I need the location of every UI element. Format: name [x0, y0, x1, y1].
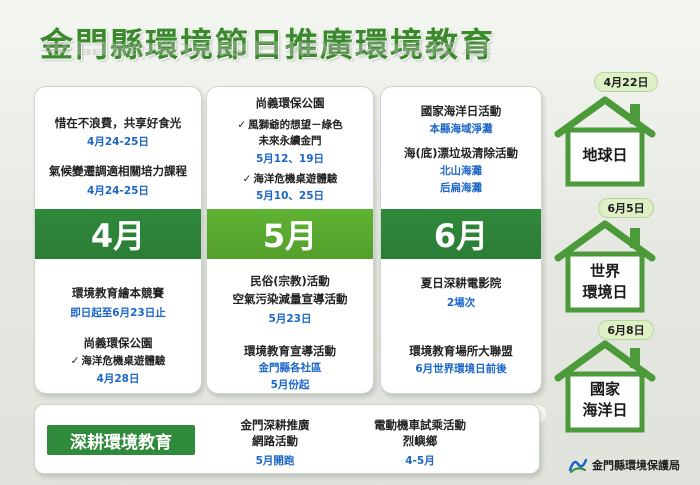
april-card: 惜在不浪費，共享好食光 4月24-25日 氣候變遷調適相關培力課程 4月24-2…: [34, 86, 202, 394]
april-item1-date: 4月24-25日: [87, 136, 149, 148]
april-item4-sub: ✓海洋危機桌遊體驗: [35, 353, 201, 368]
deep-item2-a: 電動機車試乘活動: [374, 418, 466, 432]
deep-item2-b: 烈嶼鄉: [402, 434, 438, 448]
deep-item1-b: 網路活動: [252, 434, 298, 448]
agency-name: 金門縣環境保護局: [592, 459, 680, 472]
may-item2-date: 5月23日: [268, 313, 312, 325]
house-ocean-date: 6月8日: [598, 320, 654, 340]
may-item1-sub1a-text: 風獅爺的想望－綠色: [248, 119, 343, 131]
house-earth-label: 地球日: [582, 146, 628, 164]
june-item2-sub2: 后扁海灘: [440, 182, 482, 194]
may-item1-date2: 5月10、25日: [255, 190, 325, 202]
house-environment-label-2: 環境日: [582, 283, 628, 301]
june-card: 國家海洋日活動 本縣海域淨灘 海(底)漂垃圾清除活動 北山海灘 后扁海灘 6月 …: [380, 86, 542, 394]
house-icon: [554, 340, 656, 433]
april-item2-title: 氣候變遷調適相關培力課程: [49, 164, 187, 178]
title-reflection: 金門縣環境節日推廣環境教育: [40, 39, 495, 57]
may-item1-title: 尚義環保公園: [255, 96, 325, 110]
deep-education-card: 深耕環境教育 金門深耕推廣 網路活動 5月開跑 電動機車試乘活動 烈嶼鄉 4-5…: [34, 404, 540, 474]
house-icon: [554, 220, 656, 313]
checkmark-icon: ✓: [237, 119, 247, 131]
agency-footer: 金門縣環境保護局: [568, 454, 696, 476]
house-ocean-label-1: 國家: [589, 380, 620, 398]
april-item4-title: 尚義環保公園: [83, 336, 153, 350]
april-item1-title: 惜在不浪費，共享好食光: [54, 116, 182, 130]
house-icon: [554, 96, 656, 187]
may-item1-sub1a: ✓風獅爺的想望－綠色: [207, 117, 373, 132]
checkmark-icon: ✓: [70, 355, 80, 367]
april-banner: 4月: [35, 209, 201, 259]
april-item3-date: 即日起至6月23日止: [70, 307, 166, 319]
may-item3-sub: 金門縣各社區: [258, 362, 322, 374]
house-earth-date: 4月22日: [594, 72, 658, 92]
may-item1-sub2-text: 海洋危機桌遊體驗: [253, 173, 338, 185]
deep-item1-date: 5月開跑: [255, 455, 295, 467]
june-item1-sub: 本縣海域淨灘: [429, 123, 493, 135]
june-item4-title: 環境教育場所大聯盟: [409, 344, 513, 358]
june-item3-title: 夏日深耕電影院: [420, 276, 502, 290]
april-item3-title: 環境教育繪本競賽: [72, 286, 164, 300]
deep-item1-a: 金門深耕推廣: [240, 418, 310, 432]
april-item4-date: 4月28日: [96, 373, 140, 385]
april-item2-date: 4月24-25日: [87, 185, 149, 197]
page-title: 金門縣環境節日推廣環境教育: [40, 25, 495, 64]
house-ocean-label-2: 海洋日: [582, 401, 628, 419]
deep-education-label: 深耕環境教育: [47, 425, 195, 455]
may-item3-date: 5月份起: [270, 379, 310, 391]
june-item1-title: 國家海洋日活動: [420, 104, 502, 118]
may-item2-title-b: 空氣污染減量宣導活動: [232, 292, 348, 306]
checkmark-icon: ✓: [242, 173, 252, 185]
may-item3-title: 環境教育宣導活動: [244, 344, 336, 358]
june-banner: 6月: [381, 209, 541, 259]
may-card: 尚義環保公園 ✓風獅爺的想望－綠色 未來永續金門 5月12、19日 ✓海洋危機桌…: [206, 86, 374, 394]
house-environment-label-1: 世界: [589, 262, 620, 280]
agency-logo-icon: [568, 458, 588, 473]
june-item2-sub1: 北山海灘: [440, 165, 482, 177]
june-item4-date: 6月世界環境日前後: [415, 363, 507, 375]
deep-item2-date: 4-5月: [405, 455, 435, 467]
house-environment-date: 6月5日: [598, 198, 654, 218]
may-item1-date1: 5月12、19日: [255, 153, 325, 165]
may-item1-sub2: ✓海洋危機桌遊體驗: [207, 171, 373, 186]
may-banner: 5月: [207, 209, 373, 259]
april-item4-sub-text: 海洋危機桌遊體驗: [81, 355, 166, 367]
june-item3-count: 2場次: [446, 297, 476, 309]
june-item2-title: 海(底)漂垃圾清除活動: [403, 146, 518, 160]
may-item2-title-a: 民俗(宗教)活動: [250, 274, 330, 288]
may-item1-sub1b: 未來永續金門: [258, 135, 322, 147]
